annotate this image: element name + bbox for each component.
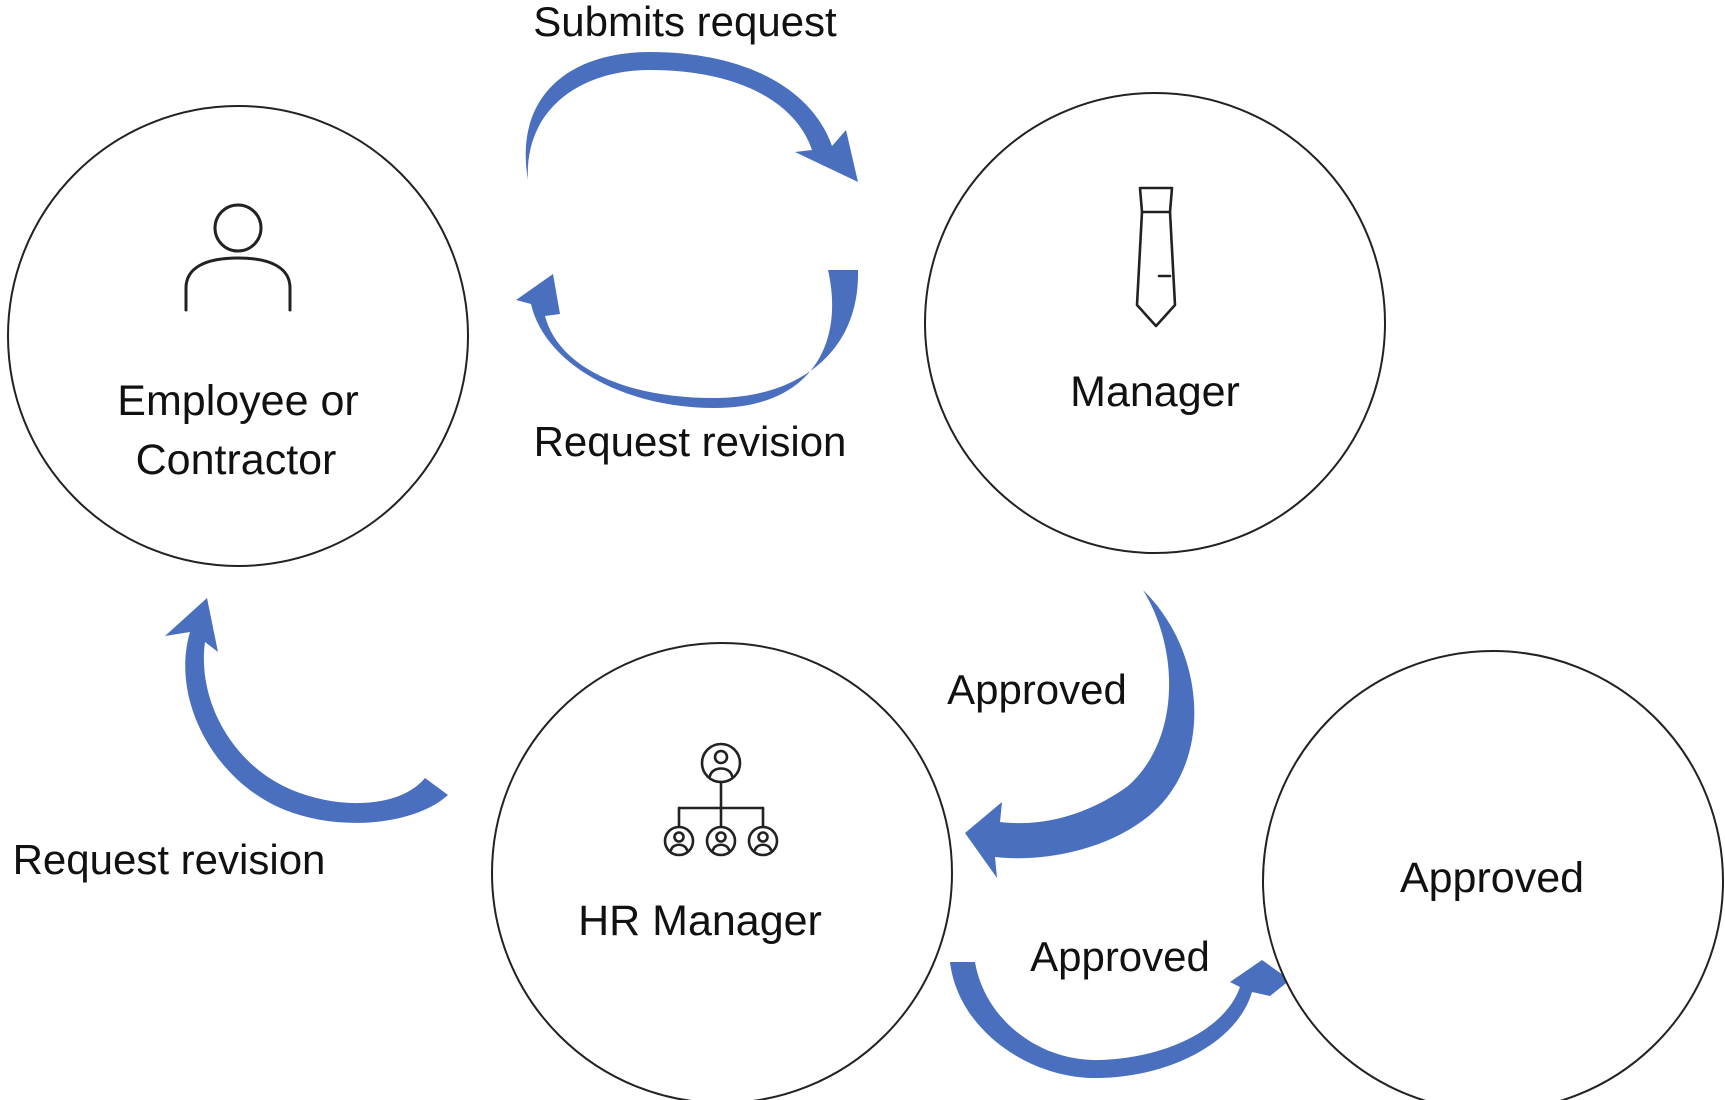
arrow-approved-to-hr xyxy=(965,590,1195,878)
hr-manager-label: HR Manager xyxy=(578,897,822,945)
label-submits-request: Submits request xyxy=(533,0,837,45)
necktie-icon xyxy=(1135,186,1177,328)
arrow-request-revision-manager xyxy=(516,270,859,408)
employee-circle xyxy=(7,105,469,567)
employee-label-line2: Contractor xyxy=(136,436,337,484)
arrow-submits-request xyxy=(525,52,858,182)
approved-label: Approved xyxy=(1400,854,1584,902)
node-employee: Employee or Contractor xyxy=(7,105,469,567)
manager-label: Manager xyxy=(1070,368,1240,416)
approved-circle xyxy=(1262,650,1724,1100)
hr-manager-circle xyxy=(491,642,953,1100)
employee-label-line1: Employee or xyxy=(117,377,358,425)
label-request-revision-manager: Request revision xyxy=(534,418,847,465)
node-hr-manager: HR Manager xyxy=(491,642,953,1100)
label-approved-final: Approved xyxy=(1030,933,1210,980)
label-approved-to-hr: Approved xyxy=(947,666,1127,713)
arrow-request-revision-hr xyxy=(165,598,448,823)
org-chart-icon xyxy=(663,742,779,857)
node-manager: Manager xyxy=(924,92,1386,554)
person-icon xyxy=(184,203,292,312)
arrow-approved-final xyxy=(950,960,1290,1079)
node-approved: Approved xyxy=(1262,650,1724,1100)
label-request-revision-hr: Request revision xyxy=(13,836,326,883)
